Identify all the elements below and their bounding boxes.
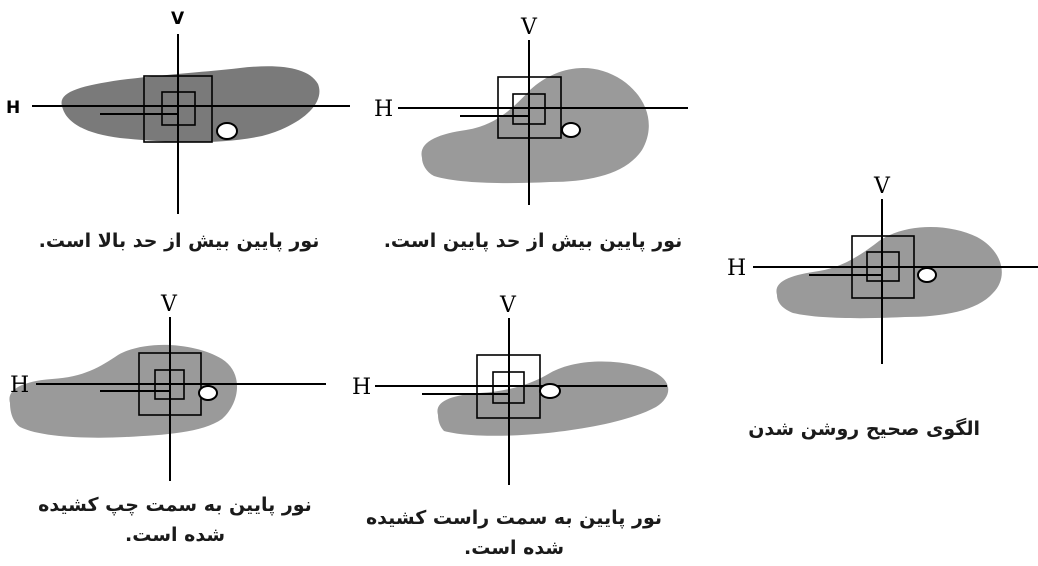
h-axis-label: H	[352, 375, 371, 400]
beam-shape	[421, 67, 649, 184]
v-axis-label: V	[873, 174, 891, 199]
outer-target-box	[851, 235, 915, 299]
v-axis-label: V	[499, 293, 517, 318]
panel-pulled-right: H V	[352, 293, 669, 485]
beam-shape	[61, 66, 320, 143]
hotspot-dot	[539, 383, 561, 399]
caption-line: نور پایین به سمت چپ کشیده	[38, 494, 312, 516]
caption-line: الگوی صحیح روشن شدن	[748, 418, 980, 440]
hotspot-dot	[561, 122, 581, 138]
caption-line: نور پایین بیش از حد بالا است.	[38, 230, 320, 252]
h-axis-label: H	[374, 97, 393, 122]
h-axis-label: H	[727, 256, 746, 281]
caption-line: نور پایین بیش از حد پایین است.	[383, 230, 683, 252]
h-axis-label: H	[6, 98, 20, 118]
inner-target-box	[161, 91, 196, 126]
inner-target-box	[492, 371, 525, 404]
outer-target-box	[138, 352, 202, 416]
caption-correct-pattern: الگوی صحیح روشن شدن	[748, 414, 980, 444]
outer-target-box	[497, 76, 562, 139]
inner-target-box	[512, 93, 546, 125]
caption-pulled-left: نور پایین به سمت چپ کشیده شده است.	[10, 490, 340, 550]
panel-above-upper-limit: H V	[6, 9, 350, 214]
panel-pulled-left: H V	[9, 292, 326, 481]
v-axis-label: V	[160, 292, 178, 317]
hotspot-dot	[917, 267, 937, 283]
beam-shape	[776, 226, 1002, 319]
caption-below-lower-limit: نور پایین بیش از حد پایین است.	[378, 226, 688, 256]
inner-target-box	[866, 251, 900, 282]
panel-correct-pattern: H V	[727, 174, 1038, 364]
outer-target-box	[143, 75, 213, 143]
hotspot-dot	[216, 122, 238, 140]
v-axis-label: V	[171, 9, 185, 29]
caption-line: شده است.	[463, 537, 565, 559]
caption-above-upper-limit: نور پایین بیش از حد بالا است.	[20, 226, 338, 256]
hotspot-dot	[198, 385, 218, 401]
panel-below-lower-limit: H V	[374, 15, 688, 205]
caption-line: شده است.	[124, 524, 226, 546]
inner-target-box	[154, 369, 185, 400]
caption-pulled-right: نور پایین به سمت راست کشیده شده است.	[352, 503, 676, 563]
v-axis-label: V	[520, 15, 538, 40]
outer-target-box	[476, 354, 541, 419]
caption-line: نور پایین به سمت راست کشیده	[365, 507, 663, 529]
h-axis-label: H	[10, 373, 29, 398]
